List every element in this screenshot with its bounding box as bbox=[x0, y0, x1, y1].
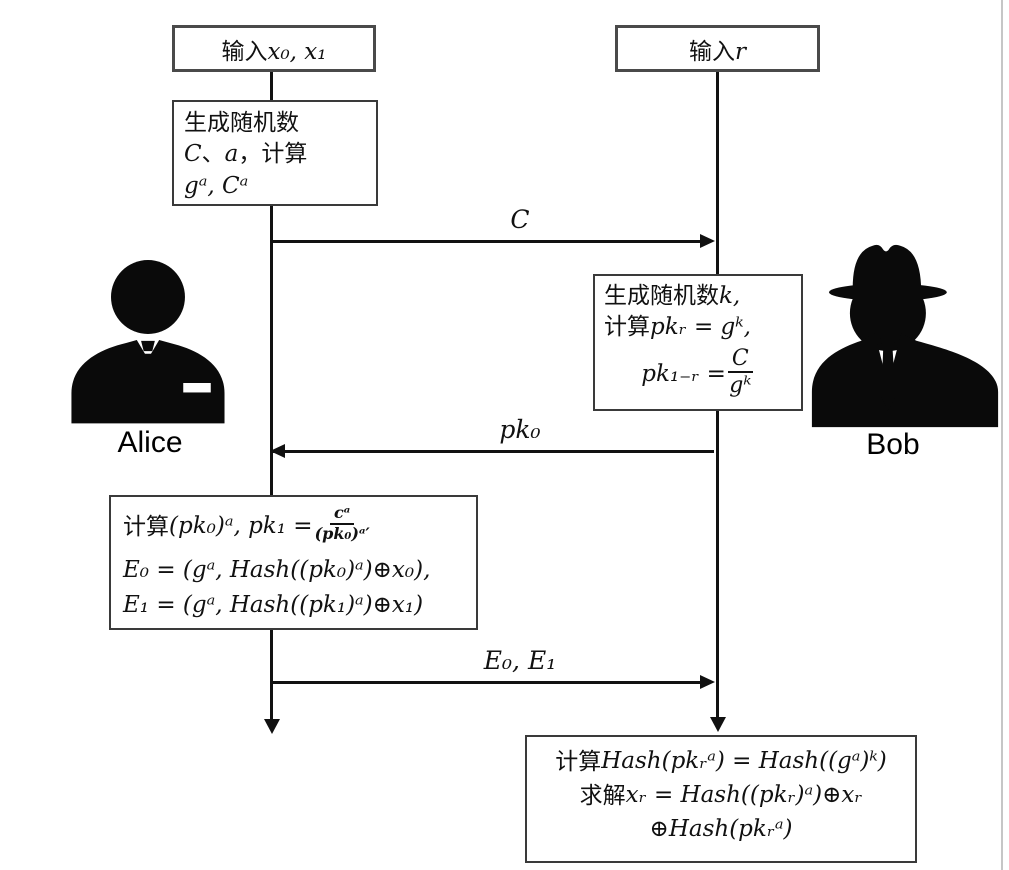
alice-generate-line3: gᵃ, Cᵃ bbox=[184, 173, 249, 199]
alice-lifeline-arrowhead-icon bbox=[264, 719, 280, 734]
arrowhead-right-icon bbox=[700, 234, 715, 248]
message-label-c: C bbox=[510, 205, 530, 234]
arrowhead-left-icon bbox=[270, 444, 285, 458]
alice-lifeline bbox=[270, 70, 273, 720]
message-line-pk0 bbox=[272, 450, 714, 453]
alice-encrypt-line2: E₀ = (gᵃ, Hash((pk₀)ᵃ)⊕x₀), bbox=[123, 557, 431, 583]
alice-encrypt-line3: E₁ = (gᵃ, Hash((pk₁)ᵃ)⊕x₁) bbox=[123, 592, 424, 618]
alice-encrypt-line1: 计算(pk₀)ᵃ, pk₁ = cᵃ(pk₀)ᵃ′ bbox=[123, 503, 370, 543]
bob-input-box: 输入r bbox=[615, 25, 820, 72]
alice-label: Alice bbox=[117, 426, 183, 459]
bob-lifeline-arrowhead-icon bbox=[710, 717, 726, 732]
bob-label: Bob bbox=[866, 428, 920, 461]
businessman-silhouette-icon bbox=[68, 250, 240, 430]
bob-input-text: 输入r bbox=[689, 37, 746, 65]
message-line-c bbox=[272, 240, 702, 243]
alice-input-text: 输入x₀, x₁ bbox=[221, 37, 327, 65]
alice-generate-box: 生成随机数 C、a，计算 gᵃ, Cᵃ bbox=[172, 100, 378, 206]
bob-decrypt-line3: ⊕Hash(pkᵣᵃ) bbox=[649, 816, 793, 842]
message-line-e0e1 bbox=[272, 681, 702, 684]
alice-generate-line2: C、a，计算 bbox=[184, 140, 308, 167]
alice-input-box: 输入x₀, x₁ bbox=[172, 25, 376, 72]
bob-generate-line2: 计算pkᵣ = gᵏ, bbox=[604, 313, 751, 340]
message-label-e0e1: E₀, E₁ bbox=[483, 646, 557, 675]
spy-fedora-silhouette-icon bbox=[810, 240, 1000, 430]
alice-encrypt-box: 计算(pk₀)ᵃ, pk₁ = cᵃ(pk₀)ᵃ′ E₀ = (gᵃ, Hash… bbox=[109, 495, 478, 630]
bob-generate-line1: 生成随机数k, bbox=[604, 282, 741, 309]
message-label-pk0: pk₀ bbox=[499, 415, 541, 444]
arrowhead-right-icon bbox=[700, 675, 715, 689]
alice-generate-line1: 生成随机数 bbox=[184, 109, 299, 135]
screenshot-right-edge bbox=[1001, 0, 1003, 870]
